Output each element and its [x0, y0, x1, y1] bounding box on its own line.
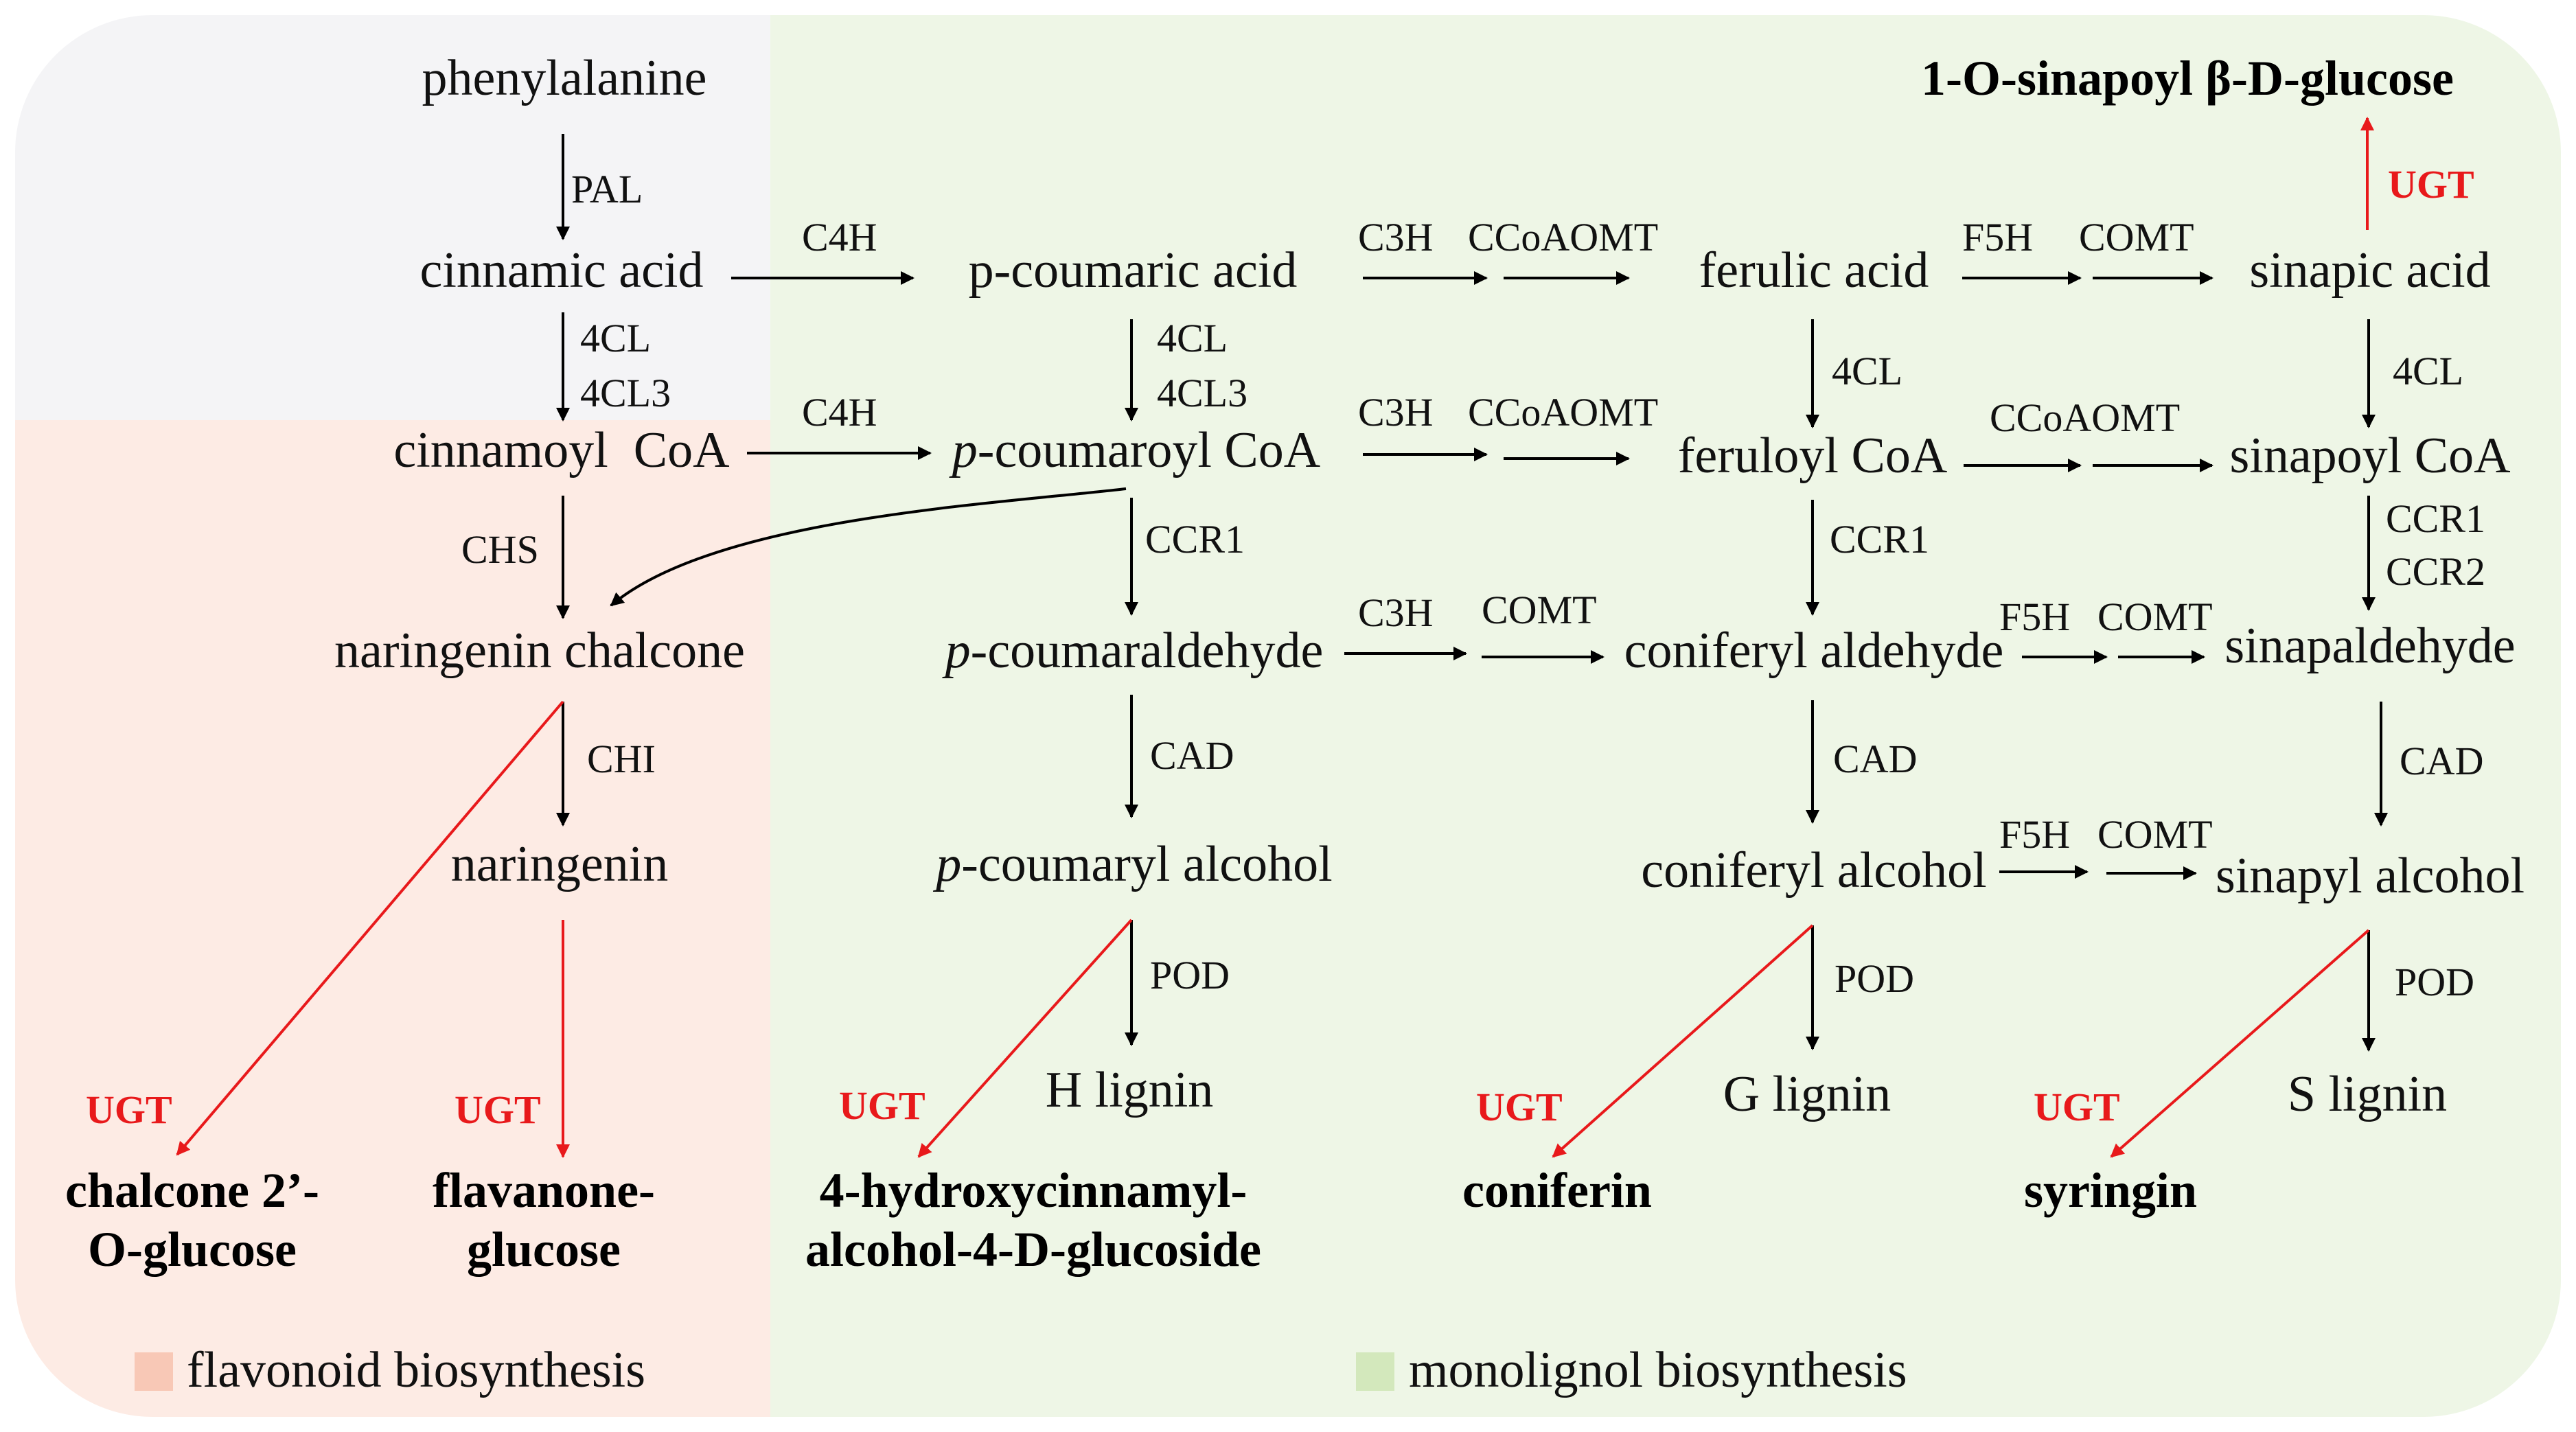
ugt-arrow-syringin	[2110, 929, 2370, 1158]
product-sinapoyl-glucose: 1-O-sinapoyl β-D-glucose	[1921, 51, 2454, 106]
enzyme-c3h-1: C3H	[1358, 215, 1434, 259]
name-suffix: -coumaryl alcohol	[961, 836, 1332, 892]
enzyme-c3h-3: C3H	[1358, 590, 1434, 635]
enzyme-chs: CHS	[461, 527, 539, 572]
node-ferulic-acid: ferulic acid	[1699, 242, 1929, 299]
italic-p-prefix: p	[932, 836, 961, 892]
node-sinapaldehyde: sinapaldehyde	[2224, 618, 2515, 674]
glucoside-products: 1-O-sinapoyl β-D-glucose chalcone 2’- O-…	[65, 51, 2454, 1277]
enzyme-f5h-3: F5H	[1999, 812, 2070, 857]
product-coniferin: coniferin	[1462, 1163, 1652, 1218]
node-s-lignin: S lignin	[2288, 1066, 2447, 1122]
enzyme-cad-2: CAD	[1833, 737, 1917, 781]
node-sinapic-acid: sinapic acid	[2249, 242, 2490, 299]
node-p-coumaraldehyde: p-coumaraldehyde	[942, 623, 1324, 679]
enzyme-c4h-2: C4H	[802, 390, 877, 435]
product-syringin: syringin	[2024, 1163, 2197, 1218]
node-coniferyl-aldehyde: coniferyl aldehyde	[1624, 623, 2004, 679]
enzyme-f5h-1: F5H	[1962, 215, 2033, 259]
legend-swatch-flavonoid	[135, 1352, 173, 1391]
enzyme-comt-1: COMT	[1482, 588, 1597, 632]
enzyme-4cl3-2b: 4CL3	[1157, 371, 1247, 415]
enzyme-ccoaomt-1: CCoAOMT	[1468, 215, 1658, 259]
flavonoid-region	[15, 412, 770, 1417]
enzyme-4cl3-1b: 4CL3	[580, 371, 671, 415]
node-naringenin-chalcone: naringenin chalcone	[334, 623, 745, 679]
ugt-arrows	[176, 117, 2374, 1158]
node-sinapoyl-coa: sinapoyl CoA	[2229, 428, 2510, 484]
ugt-label-flavanone: UGT	[455, 1087, 541, 1132]
product-chalcone-glucose-line1: chalcone 2’-	[65, 1163, 319, 1218]
product-hydroxycinnamyl-line1: 4-hydroxycinnamyl-	[820, 1163, 1247, 1218]
enzyme-4cl-1a: 4CL	[580, 316, 651, 360]
enzyme-4cl-3: 4CL	[1832, 349, 1902, 393]
name-suffix: -coumaraldehyde	[971, 623, 1324, 679]
black-arrows	[556, 134, 2388, 1052]
name-suffix: -coumaroyl CoA	[978, 422, 1320, 478]
enzyme-pod-3: POD	[2395, 960, 2474, 1004]
node-cinnamoyl-coa: cinnamoyl CoA	[393, 422, 729, 478]
node-h-lignin: H lignin	[1046, 1062, 1214, 1118]
enzyme-cad-3: CAD	[2400, 739, 2483, 783]
node-cinnamic-acid: cinnamic acid	[420, 242, 704, 299]
enzyme-ccr1-1: CCR1	[1145, 517, 1245, 562]
node-naringenin: naringenin	[451, 836, 668, 892]
ugt-labels: UGT UGT UGT UGT UGT UGT	[86, 162, 2474, 1132]
enzyme-comt-4: COMT	[2097, 812, 2213, 857]
ugt-label-sinapoyl: UGT	[2388, 162, 2474, 207]
node-p-coumaryl-alcohol: p-coumaryl alcohol	[932, 836, 1332, 892]
ugt-label-coniferin: UGT	[1476, 1085, 1563, 1129]
legend: flavonoid biosynthesis monolignol biosyn…	[135, 1342, 1907, 1398]
top-region	[15, 15, 770, 420]
enzyme-ccr1-2: CCR1	[1830, 517, 1929, 562]
enzyme-c4h-1: C4H	[802, 215, 877, 259]
ugt-arrow-chalcone-glucose	[176, 700, 564, 1156]
enzyme-4cl-4: 4CL	[2393, 349, 2463, 393]
enzyme-c3h-2: C3H	[1358, 390, 1434, 435]
enzyme-ccoaomt-2: CCoAOMT	[1468, 390, 1658, 435]
legend-label-monolignol: monolignol biosynthesis	[1409, 1342, 1907, 1398]
node-coniferyl-alcohol: coniferyl alcohol	[1641, 842, 1986, 899]
enzyme-ccr1-3: CCR1	[2386, 496, 2485, 541]
enzyme-pod-2: POD	[1835, 956, 1914, 1001]
node-p-coumaric-acid: p-coumaric acid	[969, 242, 1298, 299]
node-sinapyl-alcohol: sinapyl alcohol	[2216, 848, 2525, 904]
node-feruloyl-coa: feruloyl CoA	[1678, 428, 1948, 484]
ugt-arrow-coniferin	[1552, 924, 1814, 1158]
arrow-chs-curve	[610, 487, 1127, 607]
node-g-lignin: G lignin	[1723, 1066, 1891, 1122]
monolignol-region	[770, 15, 2561, 1417]
enzyme-ccr2: CCR2	[2386, 549, 2485, 594]
ugt-label-syringin: UGT	[2034, 1085, 2120, 1129]
node-phenylalanine: phenylalanine	[422, 50, 706, 106]
enzyme-comt-2: COMT	[2079, 215, 2194, 259]
product-flavanone-glucose-line2: glucose	[467, 1222, 621, 1277]
enzyme-f5h-2: F5H	[1999, 594, 2070, 639]
enzyme-chi: CHI	[587, 737, 656, 781]
product-flavanone-glucose-line1: flavanone-	[433, 1163, 655, 1218]
legend-swatch-monolignol	[1356, 1352, 1394, 1391]
enzyme-comt-3: COMT	[2097, 594, 2213, 639]
enzyme-cad-1: CAD	[1150, 733, 1234, 778]
enzyme-pal: PAL	[571, 167, 643, 211]
product-chalcone-glucose-line2: O-glucose	[88, 1222, 297, 1277]
compound-nodes: phenylalanine cinnamic acid cinnamoyl Co…	[334, 50, 2525, 1122]
italic-p-prefix: p	[949, 422, 978, 478]
product-hydroxycinnamyl-line2: alcohol-4-D-glucoside	[805, 1222, 1261, 1277]
enzyme-ccoaomt-3: CCoAOMT	[1990, 395, 2180, 440]
italic-p-prefix: p	[942, 623, 971, 679]
node-p-coumaroyl-coa: p-coumaroyl CoA	[949, 422, 1320, 478]
ugt-arrow-hydroxycinnamyl	[917, 919, 1133, 1158]
legend-label-flavonoid: flavonoid biosynthesis	[187, 1342, 645, 1398]
enzyme-labels: PAL C4H C4H 4CL 4CL3 4CL 4CL3 4CL 4CL CH…	[461, 167, 2485, 1004]
ugt-label-hydroxycinnamyl: UGT	[839, 1083, 925, 1128]
enzyme-4cl-2a: 4CL	[1157, 316, 1228, 360]
ugt-label-chalcone: UGT	[86, 1087, 172, 1132]
enzyme-pod-1: POD	[1150, 953, 1230, 997]
